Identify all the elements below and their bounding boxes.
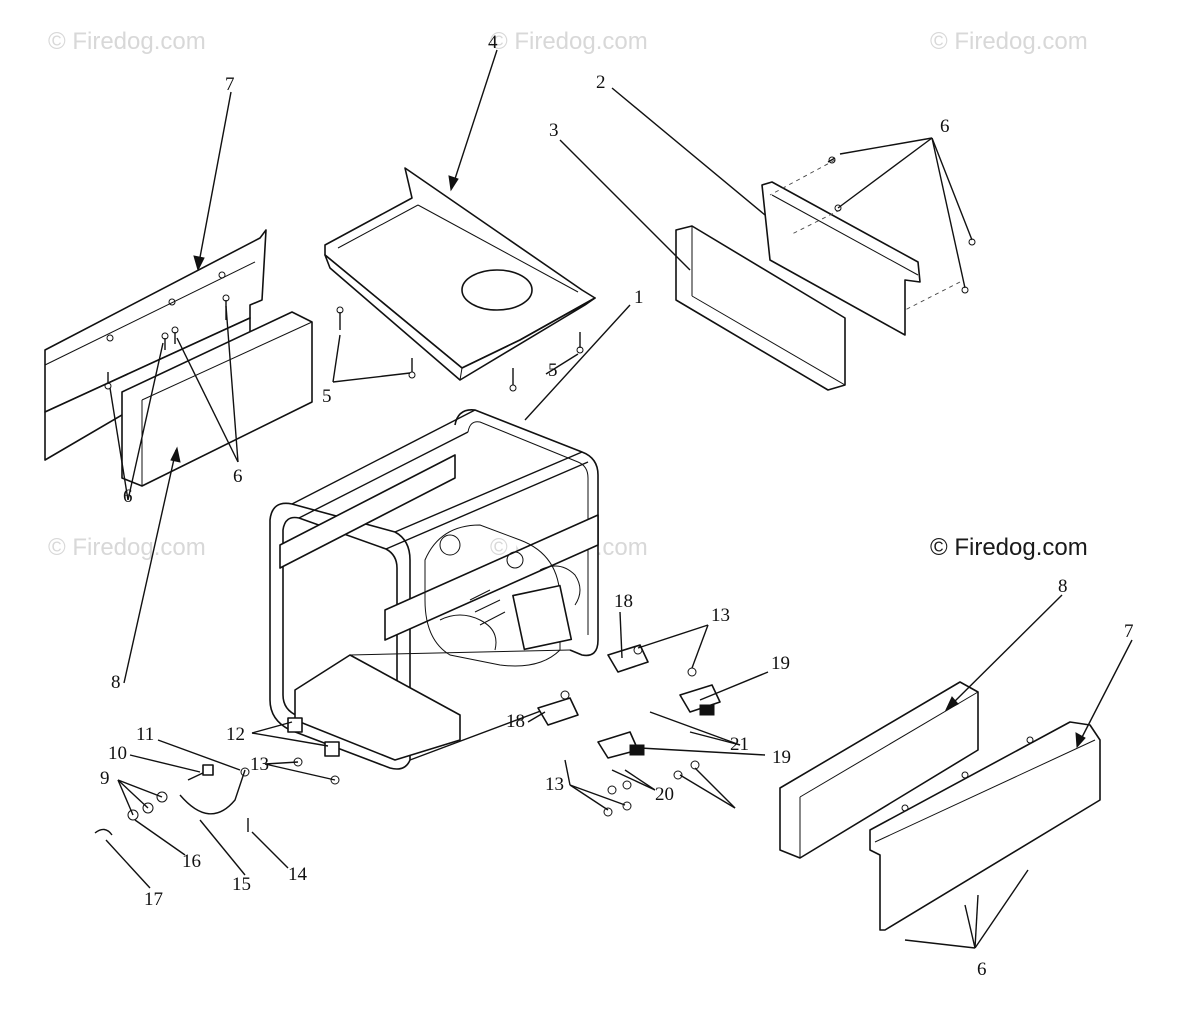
- callout-19-top: 19: [771, 653, 790, 674]
- callout-9: 9: [100, 768, 110, 789]
- callout-13-bottom: 13: [545, 774, 564, 795]
- callout-labels: 7 4 2 3 6 1 5 5 6 6 8 8 7 6 18 13 19 18 …: [100, 32, 1134, 980]
- callout-20: 20: [655, 784, 674, 805]
- callout-6-left-a: 6: [233, 466, 243, 487]
- leader-lines: [105, 49, 1133, 949]
- callout-6-top-right: 6: [940, 116, 950, 137]
- foam-pad-left: [121, 311, 313, 487]
- callout-13-top: 13: [711, 605, 730, 626]
- watermark-top-left: © Firedog.com: [48, 28, 206, 55]
- engine: [424, 524, 581, 667]
- callout-13-left: 13: [250, 754, 269, 775]
- callout-6-left-b: 6: [123, 486, 133, 507]
- hardware-bolts: [94, 156, 976, 836]
- foam-pad-right: [675, 225, 846, 391]
- top-cover: [324, 167, 596, 381]
- callout-16: 16: [182, 851, 201, 872]
- callout-17: 17: [144, 889, 163, 910]
- watermark-top-right: © Firedog.com: [930, 28, 1088, 55]
- callout-10: 10: [108, 743, 127, 764]
- callout-3: 3: [549, 120, 559, 141]
- callout-7-left: 7: [225, 74, 235, 95]
- callout-5-left: 5: [322, 386, 332, 407]
- callout-6-bottom-right: 6: [977, 959, 987, 980]
- callout-12: 12: [226, 724, 245, 745]
- callout-15: 15: [232, 874, 251, 895]
- foam-pad-right-lower: [779, 681, 979, 859]
- callout-8-right: 8: [1058, 576, 1068, 597]
- callout-5-right: 5: [548, 360, 558, 381]
- callout-2: 2: [596, 72, 606, 93]
- side-panel-right: [761, 159, 961, 336]
- callout-7-right: 7: [1124, 621, 1134, 642]
- side-panel-right-lower: [869, 721, 1101, 931]
- callout-18-top: 18: [614, 591, 633, 612]
- callout-14: 14: [288, 864, 308, 885]
- main-frame: [269, 408, 599, 770]
- watermark-main: © Firedog.com: [930, 534, 1088, 561]
- watermark-top-center: © Firedog.com: [490, 28, 648, 55]
- callout-19-bottom: 19: [772, 747, 791, 768]
- watermark-mid-left: © Firedog.com: [48, 534, 206, 561]
- callout-4: 4: [488, 32, 498, 53]
- callout-8-left: 8: [111, 672, 121, 693]
- callout-11: 11: [136, 724, 154, 745]
- callout-18-bottom: 18: [506, 711, 525, 732]
- callout-1: 1: [634, 287, 644, 308]
- callout-21: 21: [730, 734, 749, 755]
